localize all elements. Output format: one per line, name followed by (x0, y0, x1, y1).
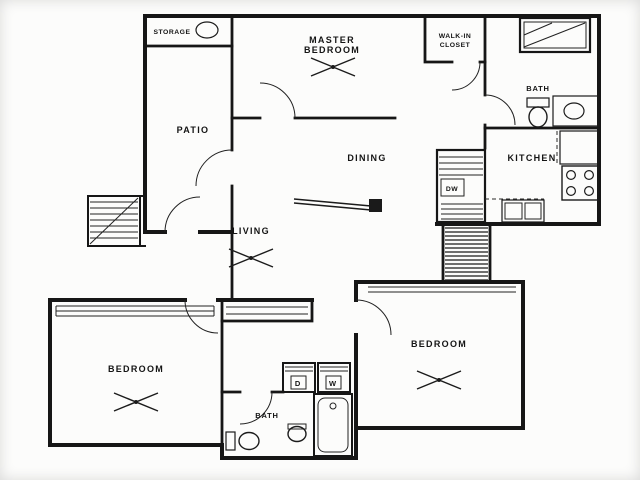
room-labels: STORAGE MASTER BEDROOM WALK-IN CLOSET BA… (108, 29, 556, 420)
bedroom-right-label: BEDROOM (411, 339, 467, 349)
kitchen-label: KITCHEN (507, 153, 556, 163)
dryer-box (282, 362, 316, 393)
ceiling-fan-bedroom-left (113, 392, 159, 412)
windows-and-closets (55, 286, 516, 317)
master-bedroom-label-line2: BEDROOM (304, 45, 360, 55)
burner (583, 170, 594, 181)
walkin-closet-label-line2: CLOSET (440, 42, 471, 49)
ceiling-fan-master (310, 57, 356, 77)
bedroom-left-label: BEDROOM (108, 364, 164, 374)
master-bedroom-label-line1: MASTER (309, 35, 355, 45)
counter-edge (485, 131, 558, 200)
door-arc-entry (164, 196, 201, 233)
bath-lower-fixtures (225, 362, 353, 457)
dryer-label: D (295, 379, 301, 388)
ceiling-fan-bedroom-right (416, 370, 462, 390)
door-arcs (164, 61, 516, 425)
vanity-upper (552, 95, 599, 127)
sink-lower (287, 425, 307, 443)
toilet-upper-bowl (528, 106, 548, 128)
dishwasher-label: DW (446, 186, 458, 193)
shower (518, 16, 592, 54)
refrigerator (559, 130, 599, 165)
door-arc-bedroom-left (184, 299, 219, 334)
dishwasher-box (440, 178, 465, 197)
stove (561, 165, 599, 201)
railing-post (369, 199, 382, 212)
ceiling-fan-living (228, 248, 274, 268)
door-arc-bedroom-right (355, 299, 392, 336)
bath-upper-fixtures (518, 16, 599, 128)
exterior-walls (48, 14, 601, 460)
bath-lower-label: BATH (255, 411, 278, 420)
toilet-lower-bowl (238, 431, 260, 451)
bathtub (313, 393, 353, 457)
toilet-upper-tank (526, 97, 550, 108)
dining-label: DINING (347, 153, 386, 163)
toilet-lower-tank (225, 431, 236, 451)
bath-upper-label: BATH (526, 84, 549, 93)
water-heater (195, 21, 219, 39)
sink-upper (563, 102, 585, 120)
storage-label: STORAGE (154, 29, 191, 36)
kitchen-sink (501, 199, 545, 223)
patio-label: PATIO (177, 125, 210, 135)
kitchen-fixtures (439, 130, 599, 223)
door-arc-bath-upper (484, 94, 516, 126)
walkin-closet-label-line1: WALK-IN (439, 33, 472, 40)
window-band-bedroom-right (368, 286, 516, 293)
burner (565, 186, 576, 197)
pantry-closet (435, 148, 487, 224)
living-label: LIVING (232, 226, 270, 236)
pantry-hatch (441, 203, 483, 220)
door-arc-bath-lower (239, 391, 273, 425)
washer-label: W (329, 379, 337, 388)
pantry-shelves (439, 156, 483, 176)
stair-railing (293, 198, 382, 212)
interior-walls (143, 14, 601, 460)
stairs-interior (445, 227, 488, 281)
door-arc-patio (195, 149, 233, 187)
stairs-entry (87, 195, 146, 247)
door-arc-master-bedroom (259, 82, 296, 119)
hall-closet-sliders (226, 306, 308, 315)
burner (583, 186, 594, 197)
closet-band-bedroom-left (55, 305, 215, 317)
sink-lower-back (287, 423, 307, 430)
washer-box (317, 362, 351, 393)
door-arc-walkin-closet (451, 61, 481, 91)
burner (565, 170, 576, 181)
tub-drain (329, 402, 337, 410)
